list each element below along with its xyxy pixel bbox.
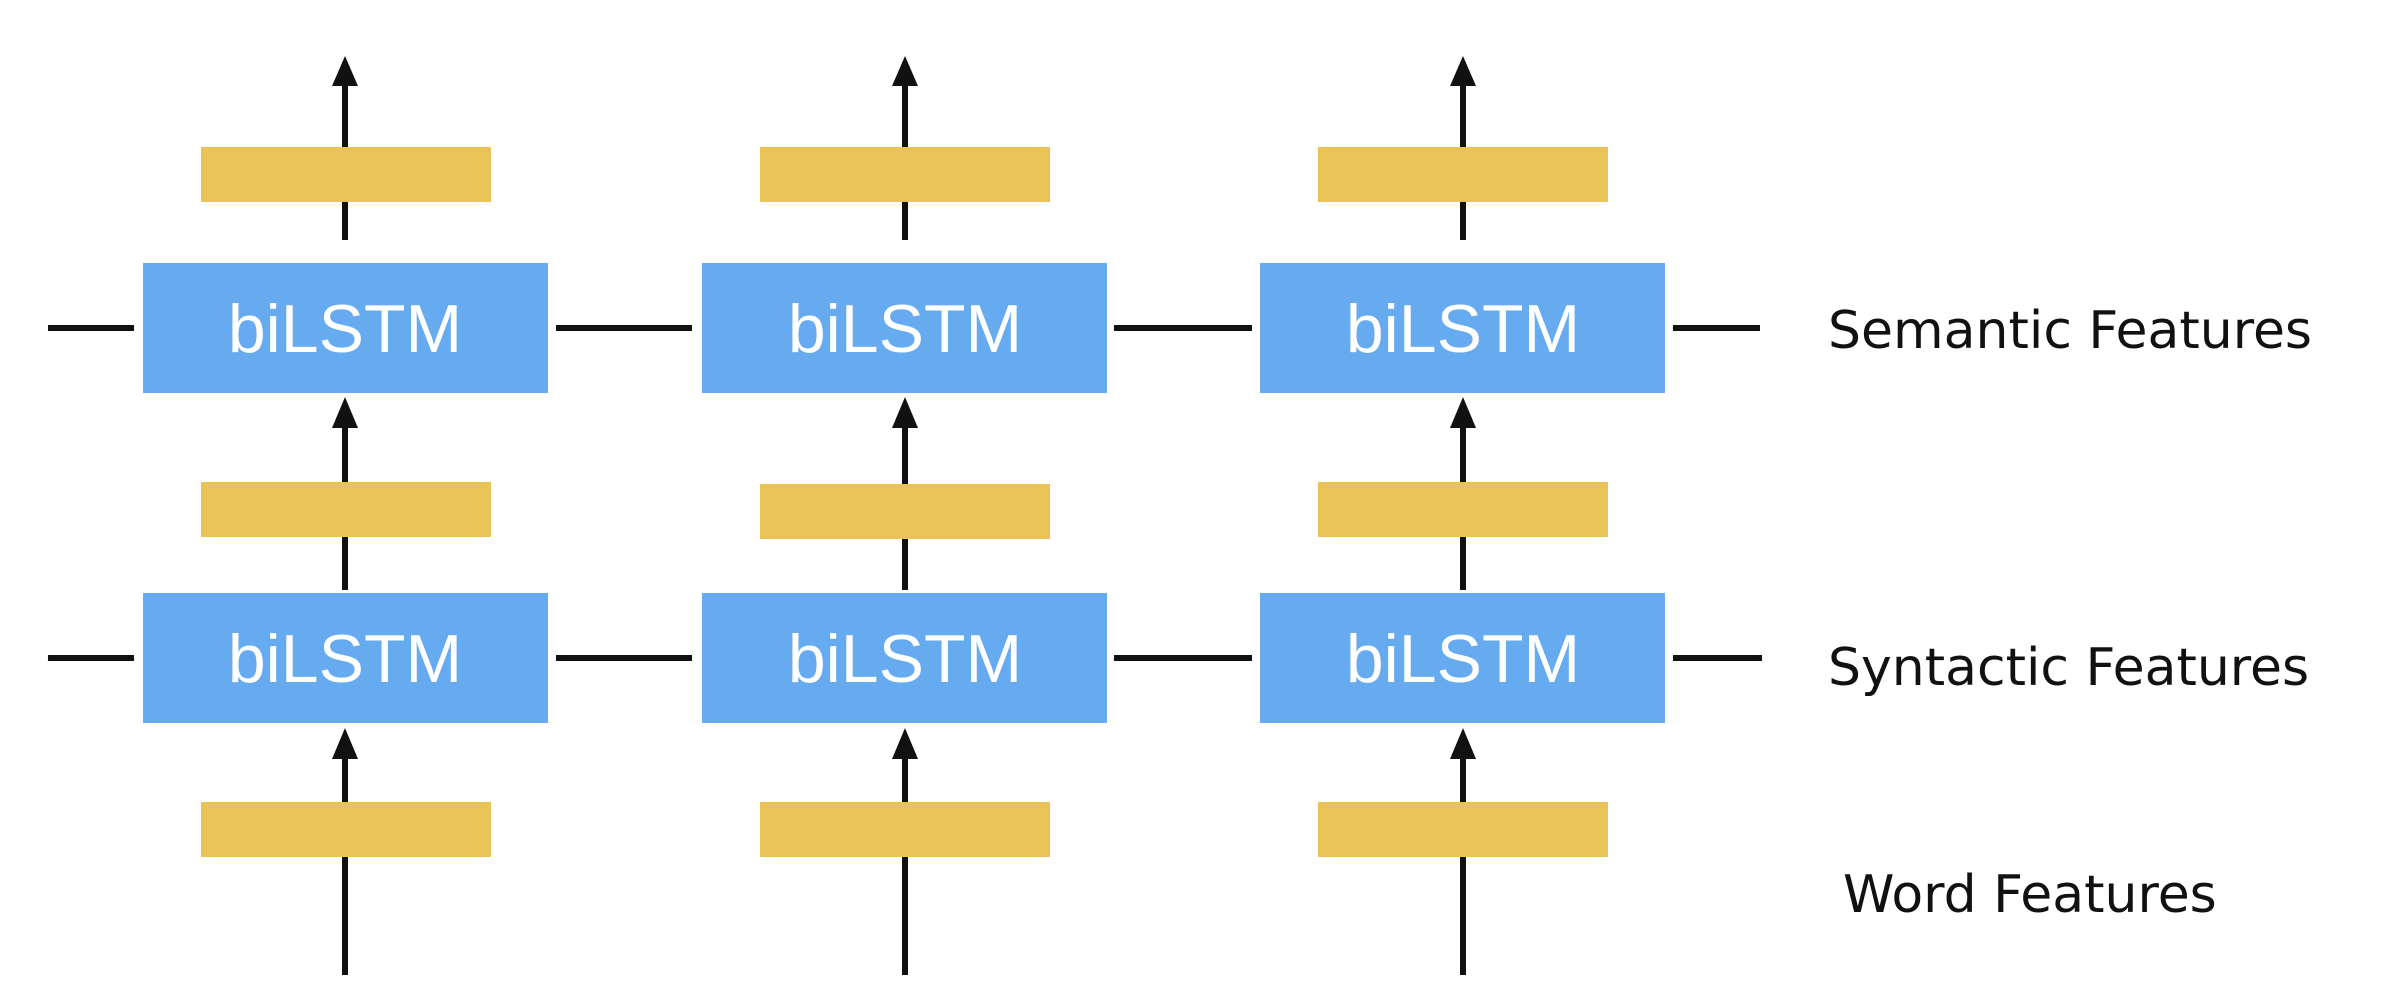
bilstm-label: biLSTM <box>788 291 1022 367</box>
bilstm-label: biLSTM <box>228 621 462 697</box>
arrowhead-up <box>1450 397 1476 428</box>
arrowhead-up <box>892 728 918 759</box>
word-features-label: Word Features <box>1843 865 2217 925</box>
feature-bars <box>201 147 1608 857</box>
bilstm-label: biLSTM <box>1346 621 1580 697</box>
output-feature-bar-col3 <box>1318 147 1608 202</box>
arrowhead-up <box>1450 728 1476 759</box>
bilstm-label: biLSTM <box>1346 291 1580 367</box>
output-feature-bar-col2 <box>760 147 1050 202</box>
vertical-arrowheads <box>332 56 1476 759</box>
bilstm-box <box>1260 593 1665 723</box>
syntactic-bilstm-row: biLSTM biLSTM biLSTM <box>143 593 1665 723</box>
bilstm-box <box>702 263 1107 393</box>
word-feature-bar-col3 <box>1318 802 1608 857</box>
arrowhead-up <box>1450 56 1476 86</box>
arrowhead-up <box>332 728 358 759</box>
mid-feature-bar-col3 <box>1318 482 1608 537</box>
bilstm-box <box>143 263 548 393</box>
bilstm-label: biLSTM <box>788 621 1022 697</box>
bilstm-box <box>1260 263 1665 393</box>
arrowhead-up <box>892 56 918 86</box>
arrowhead-up <box>332 397 358 428</box>
arrowhead-up <box>892 397 918 428</box>
bilstm-box <box>702 593 1107 723</box>
semantic-bilstm-row: biLSTM biLSTM biLSTM <box>143 263 1665 393</box>
bilstm-label: biLSTM <box>228 291 462 367</box>
semantic-features-label: Semantic Features <box>1828 301 2312 361</box>
output-feature-bar-col1 <box>201 147 491 202</box>
mid-feature-bar-col1 <box>201 482 491 537</box>
word-feature-bar-col1 <box>201 802 491 857</box>
word-feature-bar-col2 <box>760 802 1050 857</box>
mid-feature-bar-col2 <box>760 484 1050 539</box>
horizontal-arrows <box>47 325 1763 661</box>
bilstm-box <box>143 593 548 723</box>
arrowhead-up <box>332 56 358 86</box>
syntactic-features-label: Syntactic Features <box>1828 638 2309 698</box>
